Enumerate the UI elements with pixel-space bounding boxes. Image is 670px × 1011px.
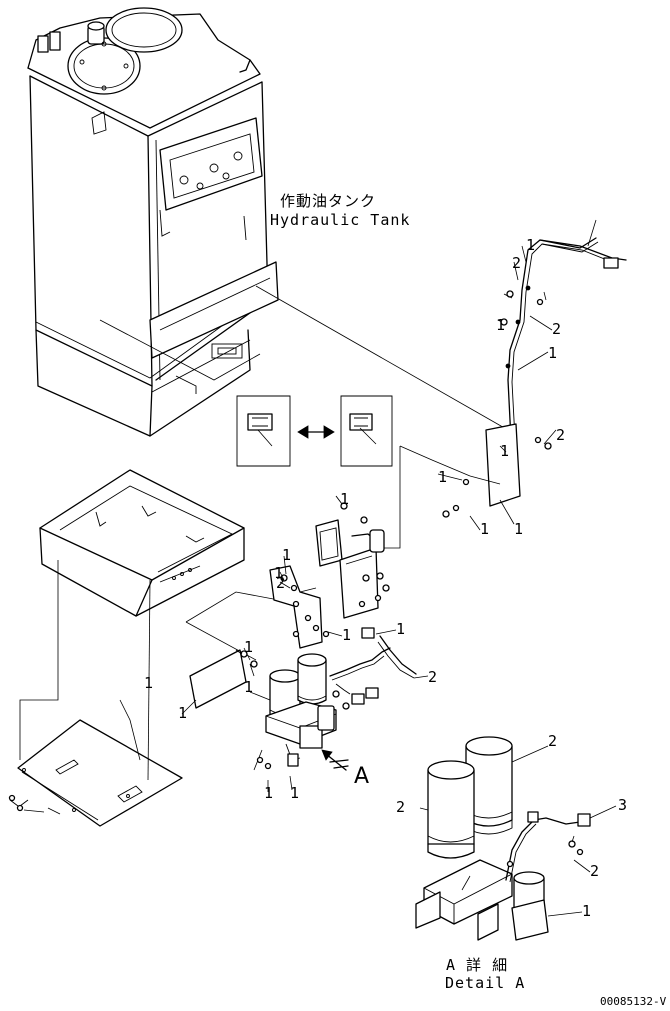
relay-brackets [181, 495, 390, 715]
callout-number: 2 [276, 574, 286, 592]
callout-number: 1 [526, 236, 536, 254]
callout-number: 1 [282, 546, 292, 564]
view-marker-a: A [354, 764, 370, 789]
callout-number: 3 [618, 796, 628, 814]
callout-number: 2 [396, 798, 406, 816]
callout-number: 1 [290, 784, 300, 802]
callout-number: 1 [264, 784, 274, 802]
floor-plate [8, 719, 183, 827]
hydraulic-tank [27, 7, 279, 437]
assembly-leaders [19, 285, 509, 781]
callout-number: 1 [514, 520, 524, 538]
detail-title-jp: A 詳 細 [446, 956, 509, 974]
callout-number: 2 [428, 668, 438, 686]
callout-number: 1 [496, 316, 506, 334]
callout-number: 2 [590, 862, 600, 880]
callout-number: 1 [144, 674, 154, 692]
detail-title-en: Detail A [445, 974, 526, 992]
callout-number: 1 [340, 490, 350, 508]
callout-number: 1 [342, 626, 352, 644]
cover-box [39, 469, 245, 617]
drawing-code: 00085132-V [600, 995, 667, 1008]
filter-assembly [249, 627, 429, 792]
callout-number: 1 [438, 468, 448, 486]
inset-connector-views [236, 395, 393, 467]
callout-number: 1 [582, 902, 592, 920]
callout-number: 1 [500, 442, 510, 460]
callout-number: 1 [244, 638, 254, 656]
callout-number: 1 [396, 620, 406, 638]
callout-number: 1 [274, 564, 284, 582]
callout-number: 2 [512, 254, 522, 272]
view-arrow [321, 749, 349, 771]
callout-number: 2 [556, 426, 566, 444]
detail-a-view [415, 736, 617, 941]
callout-number: 1 [548, 344, 558, 362]
callout-number: 2 [548, 732, 558, 750]
wiring-harness [437, 219, 627, 531]
callout-number: 2 [552, 320, 562, 338]
callout-number: 1 [480, 520, 490, 538]
callout-number: 1 [178, 704, 188, 722]
title-jp: 作動油タンク [280, 192, 377, 210]
callout-number: 1 [244, 678, 254, 696]
title-en: Hydraulic Tank [270, 211, 411, 229]
